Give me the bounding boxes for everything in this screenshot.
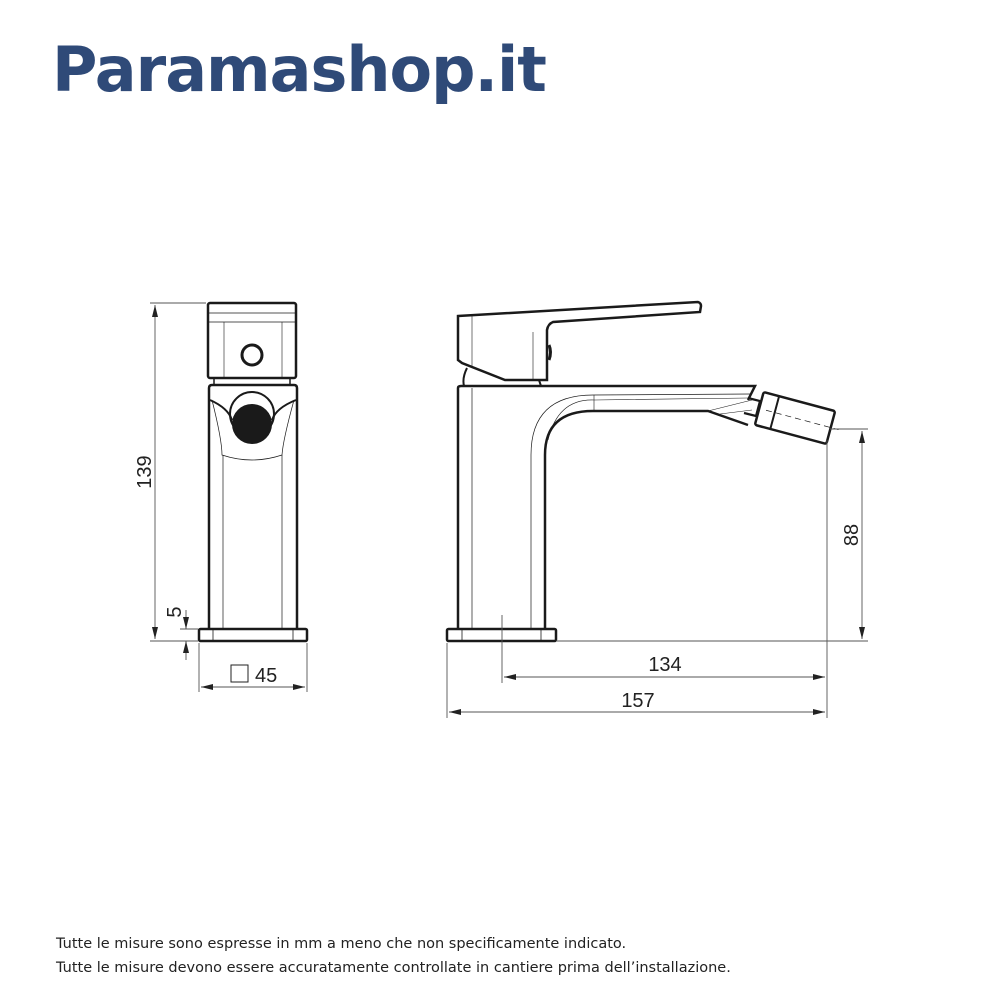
front-view xyxy=(197,301,309,643)
dim-base-5: 5 xyxy=(164,606,186,617)
note-measurements-unit: Tutte le misure sono espresse in mm a me… xyxy=(56,936,627,952)
side-dimensions xyxy=(446,428,868,718)
front-dimensions xyxy=(150,302,308,692)
dim-height-139: 139 xyxy=(134,455,156,488)
dim-depth-157: 157 xyxy=(621,690,654,712)
note-measurements-check: Tutte le misure devono essere accuratame… xyxy=(56,960,731,976)
brand-logo: Paramashop.it xyxy=(52,33,547,106)
dim-width-45: 45 xyxy=(255,665,277,687)
dim-spout-height-88: 88 xyxy=(841,524,863,546)
side-view xyxy=(445,300,839,643)
dim-reach-134: 134 xyxy=(648,654,681,676)
